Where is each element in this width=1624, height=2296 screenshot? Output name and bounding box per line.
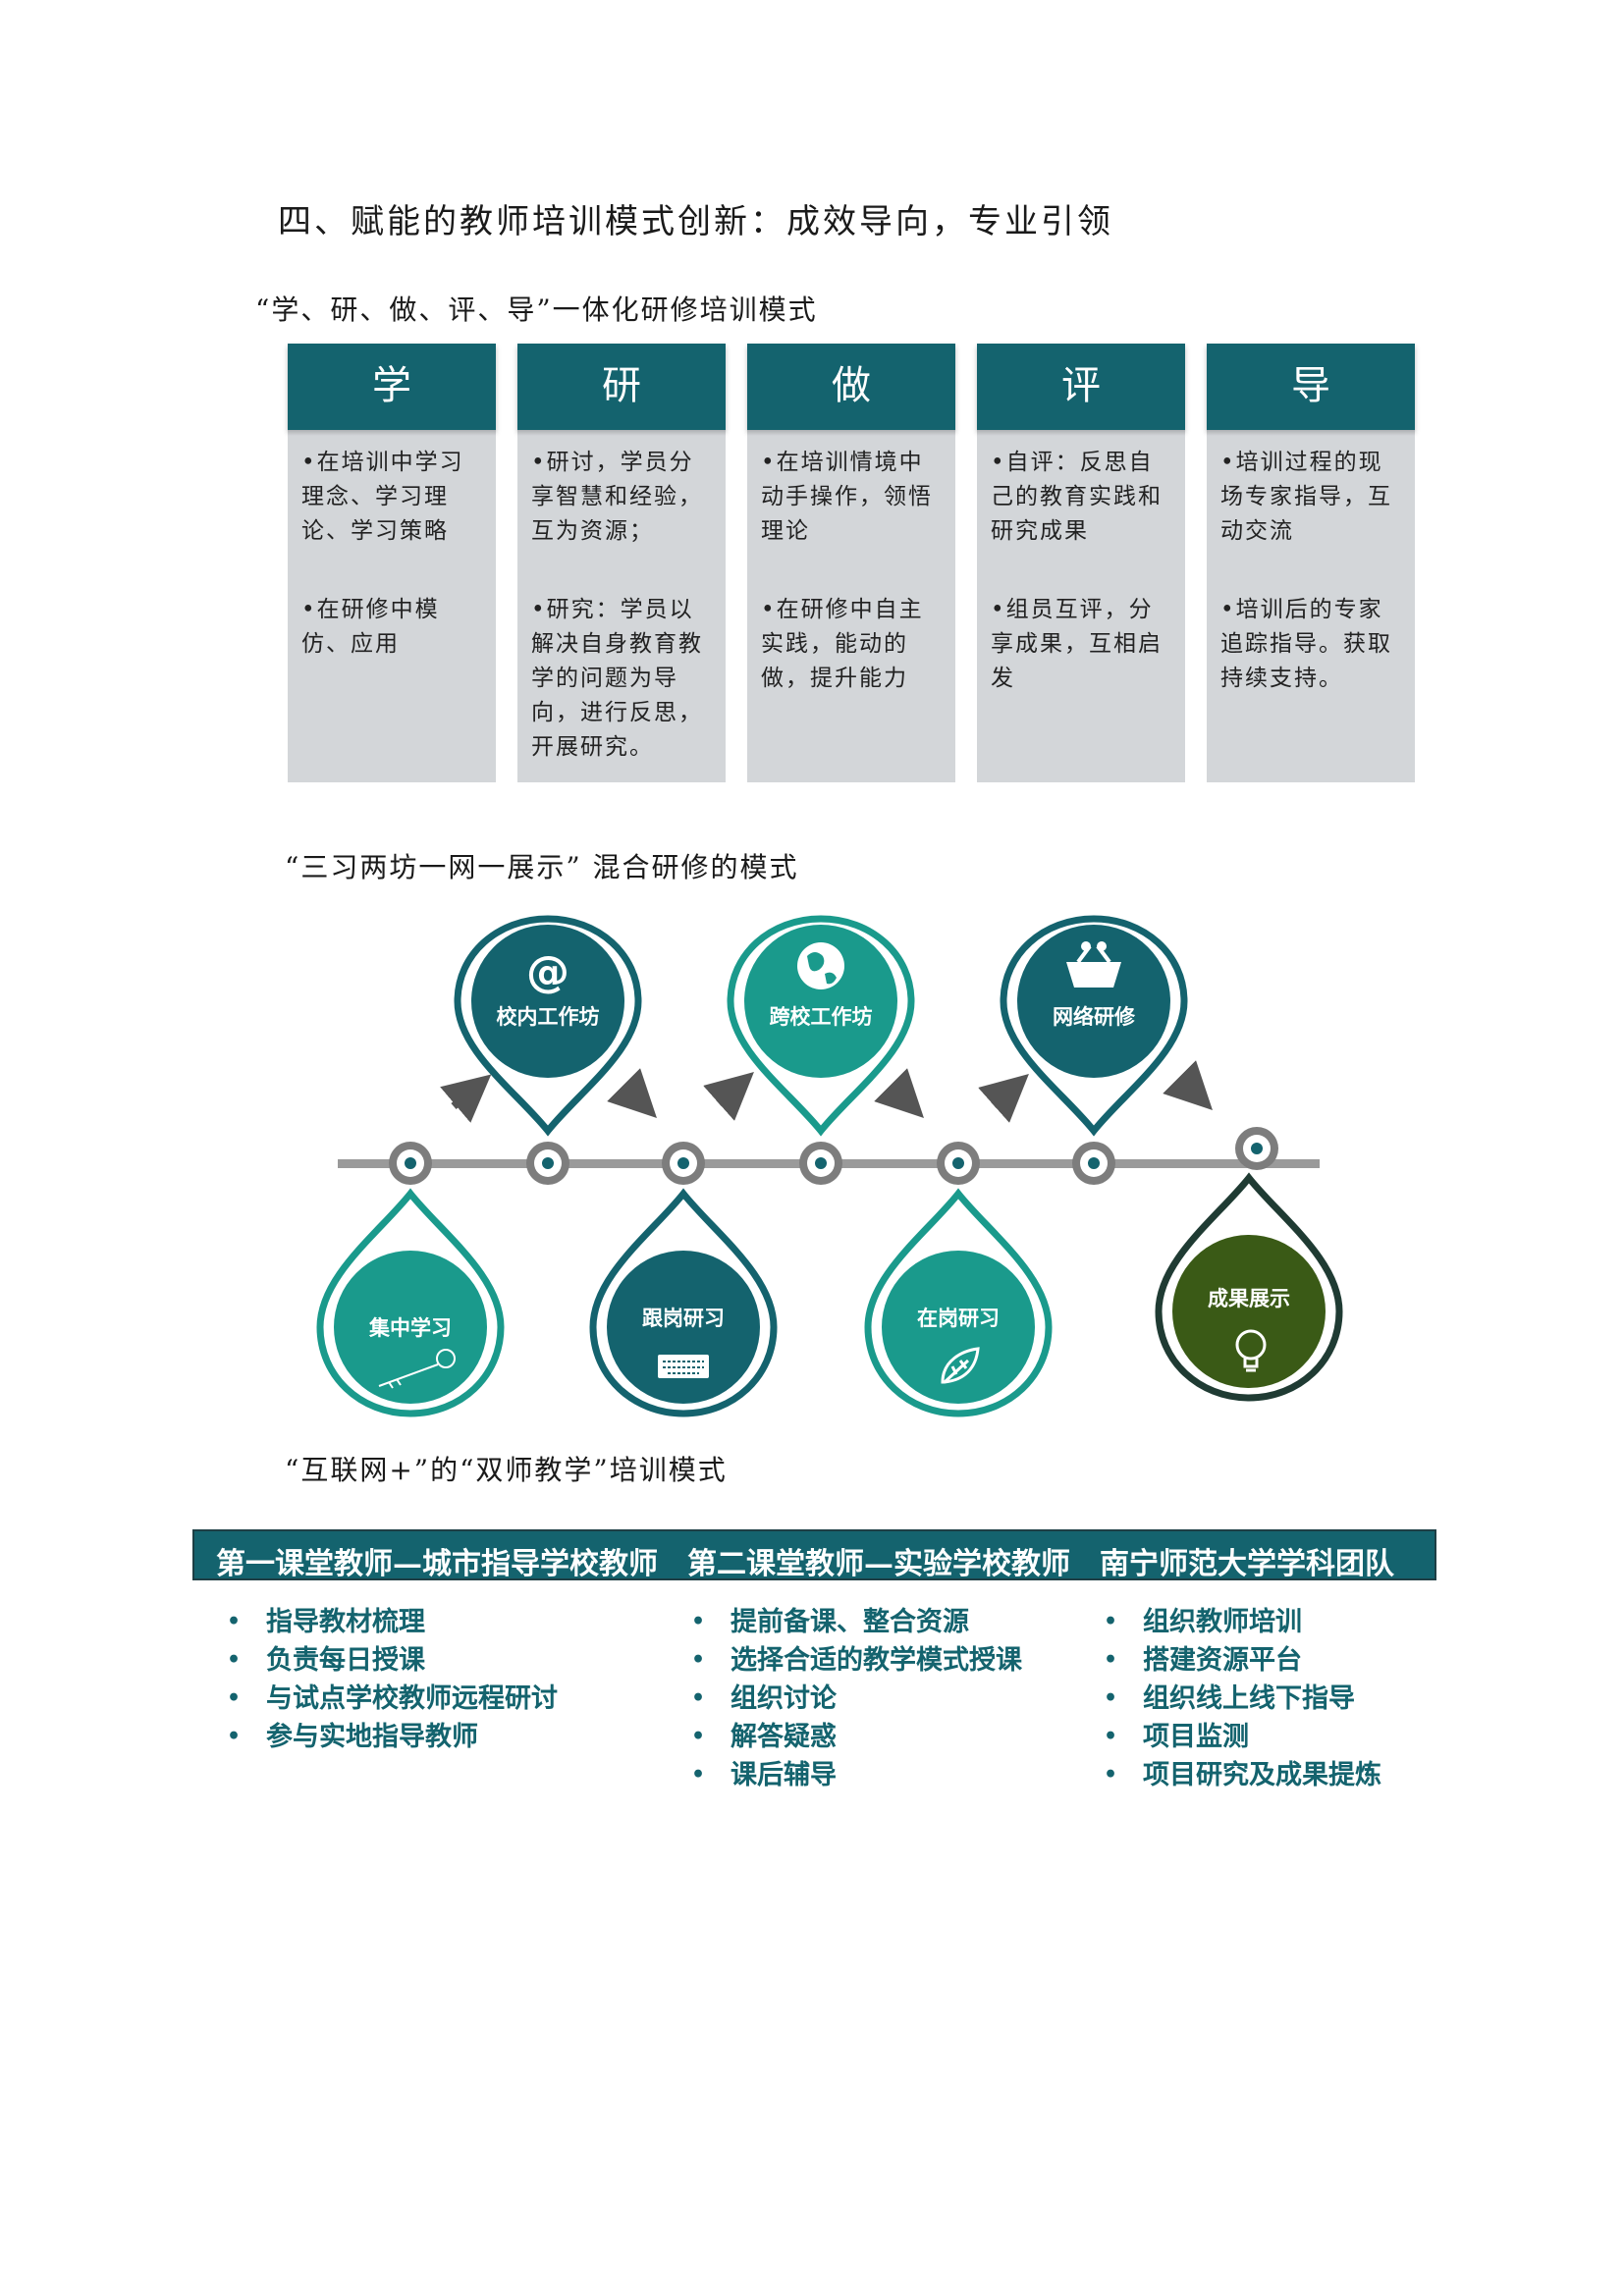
pin-label: 在岗研习 <box>917 1307 1000 1330</box>
column-body: •培训过程的现场专家指导，互动交流 •培训后的专家追踪指导。获取持续支持。 <box>1207 430 1415 782</box>
basket-icon <box>1066 941 1121 988</box>
column-body: •在培训中学习理念、学习理论、学习策略 •在研修中模仿、应用 <box>288 430 496 782</box>
list-item: •项目研究及成果提炼 <box>1104 1760 1381 1790</box>
pin-label: 校内工作坊 <box>497 1005 600 1029</box>
banner-label: 第一课堂教师—城市指导学校教师 <box>216 1547 658 1581</box>
banner-label: 第二课堂教师—实验学校教师 <box>687 1547 1070 1581</box>
at-sign-icon: @ <box>526 947 569 997</box>
timeline-node <box>799 1142 842 1185</box>
column-item: •研究：学员以解决自身教育教学的问题为导向，进行反思，开展研究。 <box>531 597 703 760</box>
column-item: •组员互评，分享成果，互相启发 <box>991 597 1163 691</box>
pin-lower-1: 集中学习 <box>316 1188 505 1417</box>
pin-label: 集中学习 <box>368 1316 452 1340</box>
pin-label: 网络研修 <box>1053 1005 1136 1029</box>
section1-title: “学、研、做、评、导”一体化研修培训模式 <box>255 294 818 326</box>
column-item: •在研修中模仿、应用 <box>301 597 440 657</box>
column-item: •在培训中学习理念、学习理论、学习策略 <box>301 450 464 544</box>
column-head: 研 <box>517 344 726 430</box>
arrow-down-icon <box>607 1068 657 1118</box>
arrow-up-icon <box>978 1074 1029 1123</box>
role-list-city-teacher: •指导教材梳理 •负责每日授课 •与试点学校教师远程研讨 •参与实地指导教师 <box>227 1603 558 1756</box>
timeline-diagram: @ 校内工作坊 跨校工作坊 网络研修 集中学习 跟岗 <box>316 915 1343 1417</box>
keyboard-icon <box>658 1355 709 1378</box>
page-heading: 四、赋能的教师培训模式创新：成效导向，专业引领 <box>278 202 1113 241</box>
column-body: •研讨，学员分享智慧和经验，互为资源； •研究：学员以解决自身教育教学的问题为导… <box>517 430 726 782</box>
lightbulb-icon <box>1235 1329 1267 1372</box>
list-item: •组织教师培训 <box>1104 1607 1302 1637</box>
timeline-node <box>526 1142 569 1185</box>
timeline-node <box>389 1142 432 1185</box>
column-item: •研讨，学员分享智慧和经验，互为资源； <box>531 450 703 544</box>
pin-upper-3: 网络研修 <box>1000 915 1188 1137</box>
dual-teacher-banner: 第一课堂教师—城市指导学校教师 第二课堂教师—实验学校教师 南宁师范大学学科团队 <box>192 1529 1436 1581</box>
list-item: •选择合适的教学模式授课 <box>691 1645 1022 1676</box>
column-item: •自评：反思自己的教育实践和研究成果 <box>991 450 1163 544</box>
globe-icon <box>797 942 844 989</box>
arrow-up-icon <box>703 1072 754 1121</box>
column-head: 导 <box>1207 344 1415 430</box>
pin-label: 跨校工作坊 <box>770 1005 873 1029</box>
pin-label: 成果展示 <box>1208 1287 1290 1310</box>
column-head: 做 <box>747 344 955 430</box>
list-item: •提前备课、整合资源 <box>691 1607 969 1637</box>
column-body: •在培训情境中动手操作，领悟理论 •在研修中自主实践，能动的做，提升能力 <box>747 430 955 782</box>
list-item: •搭建资源平台 <box>1104 1645 1302 1676</box>
role-list-experimental-teacher: •提前备课、整合资源 •选择合适的教学模式授课 •组织讨论 •解答疑惑 •课后辅… <box>691 1603 1022 1794</box>
pin-upper-2: 跨校工作坊 <box>727 915 915 1137</box>
list-item: •指导教材梳理 <box>227 1607 425 1637</box>
model-column-yan: 研 •研讨，学员分享智慧和经验，互为资源； •研究：学员以解决自身教育教学的问题… <box>517 344 726 782</box>
model-column-dao: 导 •培训过程的现场专家指导，互动交流 •培训后的专家追踪指导。获取持续支持。 <box>1207 344 1415 782</box>
list-item: •参与实地指导教师 <box>227 1722 478 1752</box>
leaf-icon <box>941 1347 980 1384</box>
role-list-university-team: •组织教师培训 •搭建资源平台 •组织线上线下指导 •项目监测 •项目研究及成果… <box>1104 1603 1381 1794</box>
list-item: •负责每日授课 <box>227 1645 425 1676</box>
pin-upper-1: @ 校内工作坊 <box>454 915 642 1137</box>
timeline-node <box>937 1142 980 1185</box>
column-item: •在培训情境中动手操作，领悟理论 <box>761 450 933 544</box>
pin-lower-4: 成果展示 <box>1155 1172 1343 1402</box>
timeline-node <box>1235 1127 1278 1170</box>
model-column-zuo: 做 •在培训情境中动手操作，领悟理论 •在研修中自主实践，能动的做，提升能力 <box>747 344 955 782</box>
key-icon <box>378 1349 456 1389</box>
model-column-xue: 学 •在培训中学习理念、学习理论、学习策略 •在研修中模仿、应用 <box>288 344 496 782</box>
arrow-up-icon <box>440 1074 492 1123</box>
pin-label: 跟岗研习 <box>642 1307 725 1330</box>
section3-title: “互联网+”的“双师教学”培训模式 <box>285 1454 728 1486</box>
column-head: 学 <box>288 344 496 430</box>
list-item: •项目监测 <box>1104 1722 1249 1752</box>
list-item: •与试点学校教师远程研讨 <box>227 1683 558 1714</box>
banner-label: 南宁师范大学学科团队 <box>1100 1547 1394 1581</box>
arrow-down-icon <box>874 1068 924 1118</box>
arrow-down-icon <box>1163 1060 1213 1110</box>
pin-lower-3: 在岗研习 <box>864 1188 1053 1417</box>
column-body: •自评：反思自己的教育实践和研究成果 •组员互评，分享成果，互相启发 <box>977 430 1185 782</box>
column-item: •在研修中自主实践，能动的做，提升能力 <box>761 597 924 691</box>
list-item: •解答疑惑 <box>691 1722 837 1752</box>
list-item: •课后辅导 <box>691 1760 837 1790</box>
list-item: •组织线上线下指导 <box>1104 1683 1355 1714</box>
pin-lower-2: 跟岗研习 <box>589 1188 778 1417</box>
timeline-node <box>662 1142 705 1185</box>
section2-title: “三习两坊一网一展示” 混合研修的模式 <box>285 851 799 883</box>
column-item: •培训后的专家追踪指导。获取持续支持。 <box>1220 597 1392 691</box>
model-column-ping: 评 •自评：反思自己的教育实践和研究成果 •组员互评，分享成果，互相启发 <box>977 344 1185 782</box>
column-head: 评 <box>977 344 1185 430</box>
timeline-node <box>1072 1142 1115 1185</box>
list-item: •组织讨论 <box>691 1683 837 1714</box>
column-item: •培训过程的现场专家指导，互动交流 <box>1220 450 1392 544</box>
